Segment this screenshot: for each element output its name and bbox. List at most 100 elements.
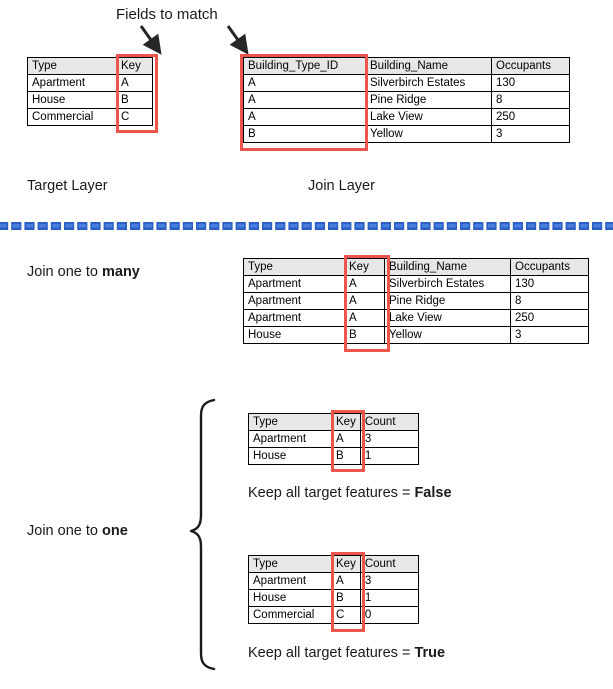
column-header: Key: [116, 57, 153, 75]
table-cell: A: [344, 275, 385, 293]
table-cell: B: [344, 326, 385, 344]
table-cell: Apartment: [243, 275, 345, 293]
table-cell: B: [116, 91, 153, 109]
join-one-to-many-strong: many: [101, 264, 140, 280]
table-cell: Commercial: [27, 108, 117, 126]
join-one-to-one-label: Join one to one: [27, 523, 128, 540]
table-cell: Apartment: [243, 292, 345, 310]
arrow-down-right-icon-left: [139, 25, 162, 55]
table-cell: 130: [491, 74, 570, 92]
table-cell: Apartment: [243, 309, 345, 327]
join-one-to-many-label: Join one to many: [27, 264, 140, 281]
column-header: Building_Type_ID: [243, 57, 366, 75]
keep-all-false-label: Keep all target features = False: [248, 485, 452, 501]
keep-all-true-strong: True: [414, 645, 446, 661]
join-one-to-one-strong: one: [101, 523, 128, 539]
column-header: Building_Name: [384, 258, 511, 276]
table-cell: 8: [510, 292, 589, 310]
table-cell: A: [116, 74, 153, 92]
table-cell: Lake View: [365, 108, 492, 126]
arrow-down-right-icon-right: [226, 25, 249, 55]
table-cell: 250: [510, 309, 589, 327]
keep-all-true-prefix: Keep all target features =: [248, 645, 415, 661]
table-cell: A: [331, 430, 361, 448]
table-cell: Silverbirch Estates: [365, 74, 492, 92]
table-cell: A: [331, 572, 361, 590]
table-cell: Pine Ridge: [365, 91, 492, 109]
join-one-to-many-prefix: Join one to: [27, 264, 102, 280]
table-cell: House: [248, 589, 332, 607]
table-cell: Commercial: [248, 606, 332, 624]
table-cell: A: [243, 108, 366, 126]
column-header: Count: [359, 413, 419, 431]
join-one-to-one-prefix: Join one to: [27, 523, 102, 539]
table-cell: 0: [359, 606, 419, 624]
dashed-divider-icon: [0, 219, 613, 230]
table-cell: Apartment: [248, 430, 332, 448]
keep-all-false-prefix: Keep all target features =: [248, 485, 415, 501]
table-cell: House: [248, 447, 332, 465]
column-header: Type: [243, 258, 345, 276]
target-layer-caption: Target Layer: [27, 178, 108, 194]
table-cell: C: [331, 606, 361, 624]
column-header: Type: [248, 555, 332, 573]
join-layer-caption: Join Layer: [308, 178, 375, 194]
table-cell: 8: [491, 91, 570, 109]
table-cell: Silverbirch Estates: [384, 275, 511, 293]
table-cell: Yellow: [365, 125, 492, 143]
table-cell: Apartment: [27, 74, 117, 92]
table-cell: 1: [359, 589, 419, 607]
table-cell: 3: [359, 430, 419, 448]
column-header: Count: [359, 555, 419, 573]
table-cell: Pine Ridge: [384, 292, 511, 310]
column-header: Key: [331, 413, 361, 431]
table-cell: 3: [510, 326, 589, 344]
fields-to-match-label: Fields to match: [116, 6, 218, 23]
table-cell: 3: [491, 125, 570, 143]
column-header: Type: [248, 413, 332, 431]
table-cell: 3: [359, 572, 419, 590]
table-cell: A: [243, 74, 366, 92]
table-cell: B: [331, 589, 361, 607]
table-cell: 1: [359, 447, 419, 465]
column-header: Key: [331, 555, 361, 573]
column-header: Occupants: [510, 258, 589, 276]
keep-all-false-strong: False: [414, 485, 452, 501]
table-cell: A: [344, 292, 385, 310]
column-header: Key: [344, 258, 385, 276]
column-header: Type: [27, 57, 117, 75]
table-cell: 130: [510, 275, 589, 293]
table-cell: Yellow: [384, 326, 511, 344]
table-cell: Lake View: [384, 309, 511, 327]
table-cell: B: [331, 447, 361, 465]
table-cell: A: [243, 91, 366, 109]
table-cell: A: [344, 309, 385, 327]
column-header: Building_Name: [365, 57, 492, 75]
